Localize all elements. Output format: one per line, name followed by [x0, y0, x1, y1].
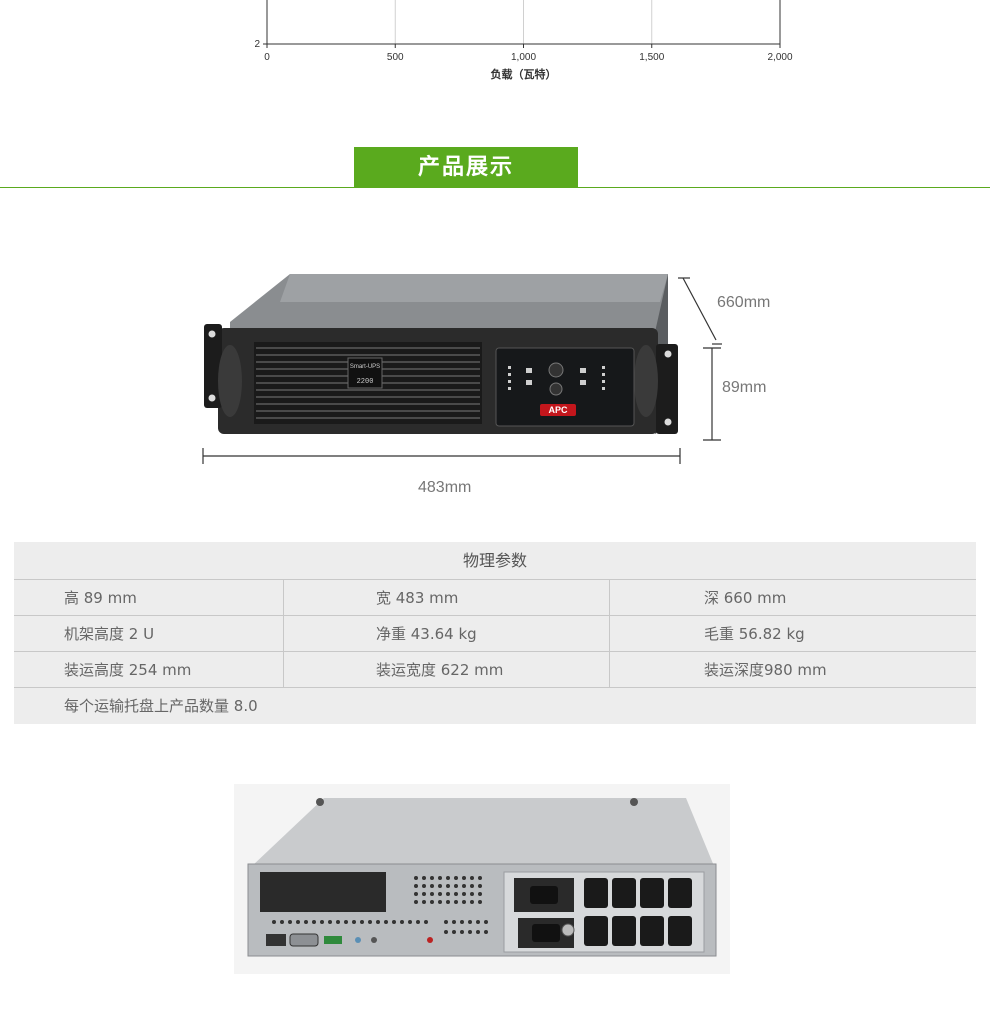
- apc-logo-text: APC: [548, 405, 568, 415]
- rear-vent-holes: [272, 876, 488, 934]
- table-row: 每个运输托盘上产品数量 8.0: [14, 688, 976, 724]
- spec-table-title: 物理参数: [14, 542, 976, 580]
- efficiency-chart: 0 500 1,000 1,500 2,000 2 负载（瓦特）: [0, 0, 990, 90]
- left-rack-ear: [204, 324, 222, 408]
- chart-x-axis-title: 负载（瓦特）: [491, 67, 557, 81]
- section-title: 产品展示: [354, 147, 578, 188]
- network-port-icon: [266, 934, 286, 946]
- chart-y-tick-label: 2: [254, 39, 260, 50]
- depth-dimension-line: [682, 277, 717, 341]
- physical-spec-table: 物理参数 高 89 mm 宽 483 mm 深 660 mm 机架高度 2 U …: [14, 542, 976, 724]
- chart-x-tick-label: 0: [264, 52, 270, 63]
- table-row: 高 89 mm 宽 483 mm 深 660 mm: [14, 580, 976, 616]
- spec-net-weight: 净重 43.64 kg: [284, 616, 610, 651]
- spec-shipping-width: 装运宽度 622 mm: [284, 652, 610, 687]
- spec-rack-height: 机架高度 2 U: [14, 616, 284, 651]
- chart-svg: 0 500 1,000 1,500 2,000 2 负载（瓦特）: [254, 0, 793, 81]
- spec-height: 高 89 mm: [14, 580, 284, 615]
- table-row: 机架高度 2 U 净重 43.64 kg 毛重 56.82 kg: [14, 616, 976, 652]
- depth-label: 660mm: [717, 294, 771, 311]
- ups-rear-illustration: [234, 784, 730, 974]
- spec-gross-weight: 毛重 56.82 kg: [704, 625, 805, 643]
- chart-x-tick-label: 500: [387, 52, 404, 63]
- chart-x-tick-label: 2,000: [767, 52, 792, 63]
- width-label: 483mm: [418, 479, 472, 496]
- spec-pallet-quantity: 每个运输托盘上产品数量 8.0: [64, 697, 258, 715]
- model-badge-text: Smart-UPS: [350, 364, 380, 370]
- serial-port-icon: [289, 933, 319, 947]
- spec-shipping-height: 装运高度 254 mm: [14, 652, 284, 687]
- power-off-icon: [549, 382, 563, 396]
- ups-rear-view: [234, 784, 730, 974]
- chart-x-tick-label: 1,000: [511, 52, 536, 63]
- right-rack-ear: [656, 344, 678, 434]
- ups-front-illustration: Smart-UPS 2200 APC: [202, 274, 722, 464]
- table-row: 装运高度 254 mm 装运宽度 622 mm 装运深度980 mm: [14, 652, 976, 688]
- chart-x-tick-label: 1,500: [639, 52, 664, 63]
- spec-shipping-depth: 装运深度980 mm: [704, 661, 827, 679]
- section-header: 产品展示: [0, 146, 990, 190]
- power-on-icon: [548, 362, 564, 378]
- breaker-icon: [561, 923, 575, 937]
- ups-front-view: Smart-UPS 2200 APC 660mm 89mm 483mm: [190, 262, 800, 512]
- rear-slot-cover: [260, 872, 386, 912]
- c13-outlets-icon: [584, 878, 692, 946]
- model-number-text: 2200: [357, 378, 374, 386]
- model-badge: [347, 357, 383, 389]
- rear-top-surface: [252, 798, 714, 866]
- terminal-block-icon: [324, 936, 342, 944]
- apc-logo: [540, 404, 576, 416]
- spec-width: 宽 483 mm: [284, 580, 610, 615]
- height-label: 89mm: [722, 379, 767, 396]
- spec-depth: 深 660 mm: [704, 589, 787, 607]
- control-panel: [495, 347, 635, 427]
